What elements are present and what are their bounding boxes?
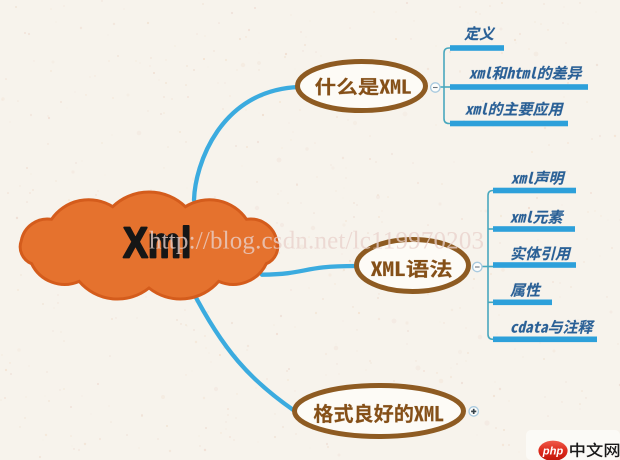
svg-text:php: php xyxy=(542,446,564,458)
svg-text:http://blog.csdn.net/lc1199702: http://blog.csdn.net/lc119970203 xyxy=(149,228,484,255)
